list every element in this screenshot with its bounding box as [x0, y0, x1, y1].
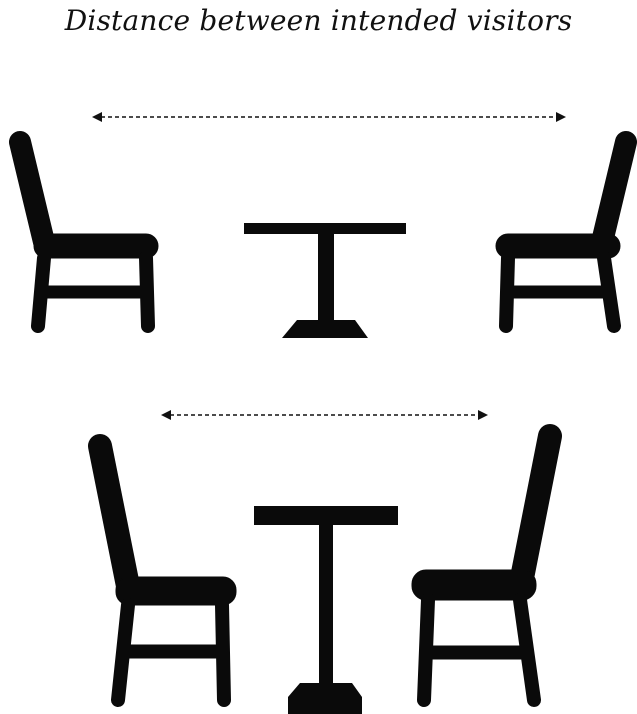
top-right-chair: [496, 142, 626, 326]
bottom-scene: [100, 415, 550, 714]
bottom-table: [254, 506, 398, 714]
top-scene: [20, 117, 626, 338]
top-left-chair: [20, 142, 158, 326]
bottom-left-chair: [100, 446, 236, 700]
top-table: [244, 223, 406, 338]
bottom-right-chair: [412, 436, 550, 700]
